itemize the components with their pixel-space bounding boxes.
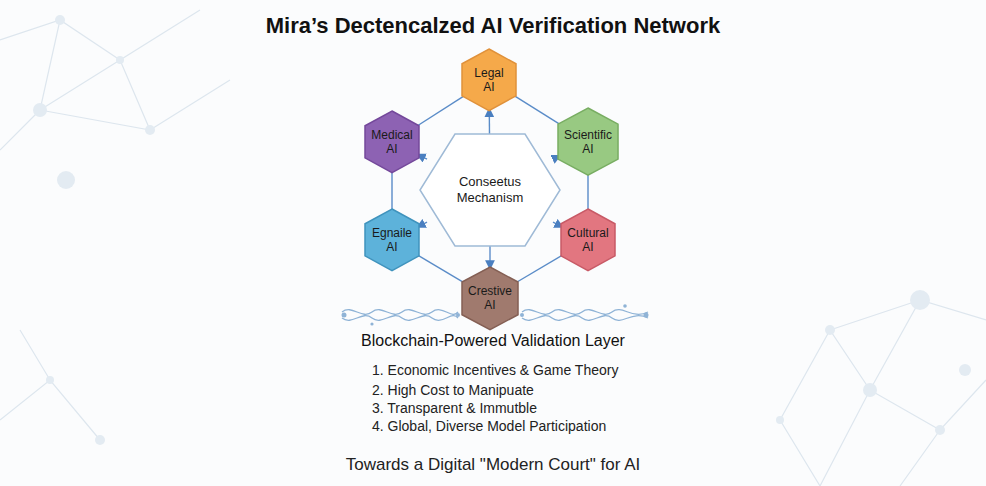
node-text: Conseetus Mechanism [420, 174, 560, 205]
node-text: Scientific AI [558, 128, 618, 157]
connector [587, 172, 588, 211]
list-item: 4. Global, Diverse Model Participation [372, 418, 606, 434]
node-label: Medical AI [369, 128, 415, 157]
node-text: Medical AI [365, 128, 419, 157]
node-text: Crestive AI [462, 284, 518, 313]
ai-hexagon: Scientific AI [558, 108, 618, 175]
node-label: Scientific AI [562, 128, 615, 157]
layer-heading: Blockchain-Powered Validation Layer [361, 332, 625, 350]
connector [391, 170, 392, 212]
ai-hexagon: Medical AI [365, 111, 419, 173]
connector [516, 254, 564, 282]
list-item: 1. Economic Incentives & Game Theory [372, 362, 618, 378]
connector [417, 255, 465, 283]
node-text: Cultural AI [561, 226, 615, 255]
node-label: Conseetus Mechanism [455, 174, 526, 205]
ai-hexagon: Cultural AI [561, 209, 615, 271]
node-label: Cultural AI [565, 226, 611, 255]
node-label: Egnaile AI [370, 226, 415, 255]
ai-hexagon: Crestive AI [462, 267, 518, 330]
list-item: 3. Transparent & Immutble [372, 400, 537, 416]
node-text: Egnaile AI [365, 226, 419, 255]
node-label: Legal AI [472, 66, 506, 95]
ai-hexagon: Egnaile AI [365, 209, 419, 271]
ai-hexagon: Legal AI [462, 49, 516, 111]
node-text: Legal AI [462, 66, 516, 95]
diagram-caption: Towards a Digital "Modern Court" for AI [346, 455, 641, 475]
node-label: Crestive AI [465, 284, 514, 313]
connector [416, 96, 464, 127]
connector [513, 95, 560, 124]
consensus-hexagon: Conseetus Mechanism [420, 134, 560, 246]
list-item: 2. High Cost to Manipuate [372, 382, 534, 398]
diagram-title: Mira’s Dectencalzed AI Verification Netw… [266, 13, 720, 39]
